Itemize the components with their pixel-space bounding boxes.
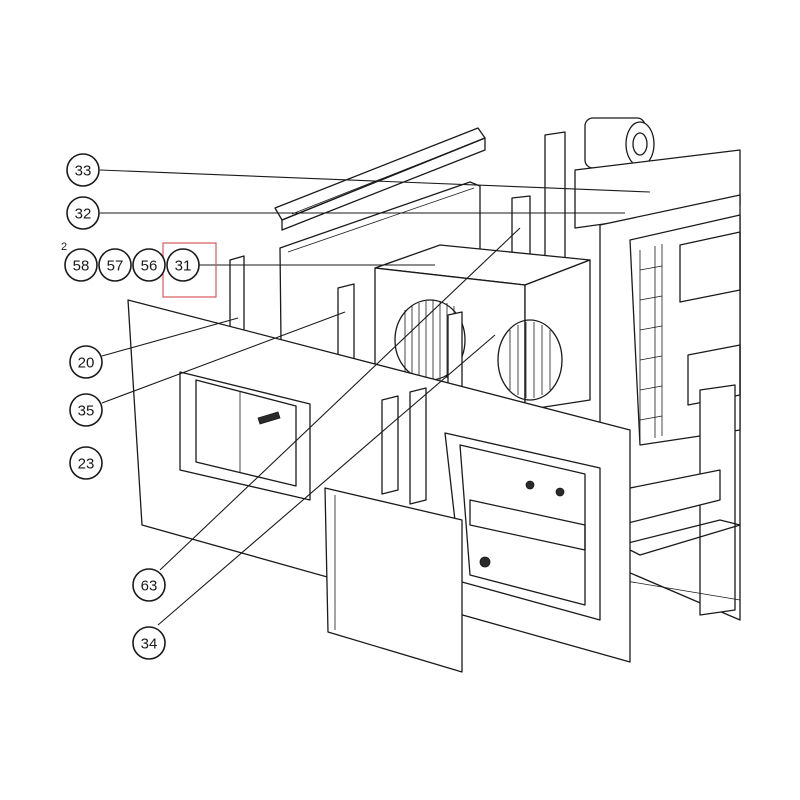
callout-20[interactable]: 20 xyxy=(69,345,103,379)
callout-23[interactable]: 23 xyxy=(69,446,103,480)
callouts: 33 32 58 57 56 31 20 35 xyxy=(64,153,200,660)
callout-34[interactable]: 34 xyxy=(132,626,166,660)
svg-text:33: 33 xyxy=(75,163,92,180)
callout-63[interactable]: 63 xyxy=(132,568,166,602)
svg-text:35: 35 xyxy=(78,403,95,420)
callout-57[interactable]: 57 xyxy=(98,248,132,282)
stray-mark: 2 xyxy=(61,241,67,253)
callout-32[interactable]: 32 xyxy=(66,196,100,230)
svg-text:34: 34 xyxy=(141,636,158,653)
svg-text:32: 32 xyxy=(75,206,92,223)
front-panel xyxy=(127,299,631,663)
unit-drawing xyxy=(127,117,741,673)
callout-33[interactable]: 33 xyxy=(66,153,100,187)
leader-63 xyxy=(159,227,521,571)
leader-34 xyxy=(157,424,391,626)
svg-text:23: 23 xyxy=(78,456,95,473)
svg-text:20: 20 xyxy=(78,355,95,372)
svg-text:63: 63 xyxy=(141,578,158,595)
leader-35 xyxy=(101,311,346,404)
leader-33 xyxy=(99,169,651,193)
svg-text:58: 58 xyxy=(73,258,90,275)
svg-text:57: 57 xyxy=(107,258,124,275)
svg-text:31: 31 xyxy=(175,258,192,275)
access-door xyxy=(324,487,463,673)
svg-text:56: 56 xyxy=(141,258,158,275)
callout-31[interactable]: 31 xyxy=(166,248,200,282)
callout-58[interactable]: 58 xyxy=(64,248,98,282)
top-rail xyxy=(274,127,486,231)
leader-20 xyxy=(101,317,239,357)
callout-35[interactable]: 35 xyxy=(69,393,103,427)
callout-56[interactable]: 56 xyxy=(132,248,166,282)
leader-lines xyxy=(99,169,651,626)
leader-34b xyxy=(389,334,496,426)
